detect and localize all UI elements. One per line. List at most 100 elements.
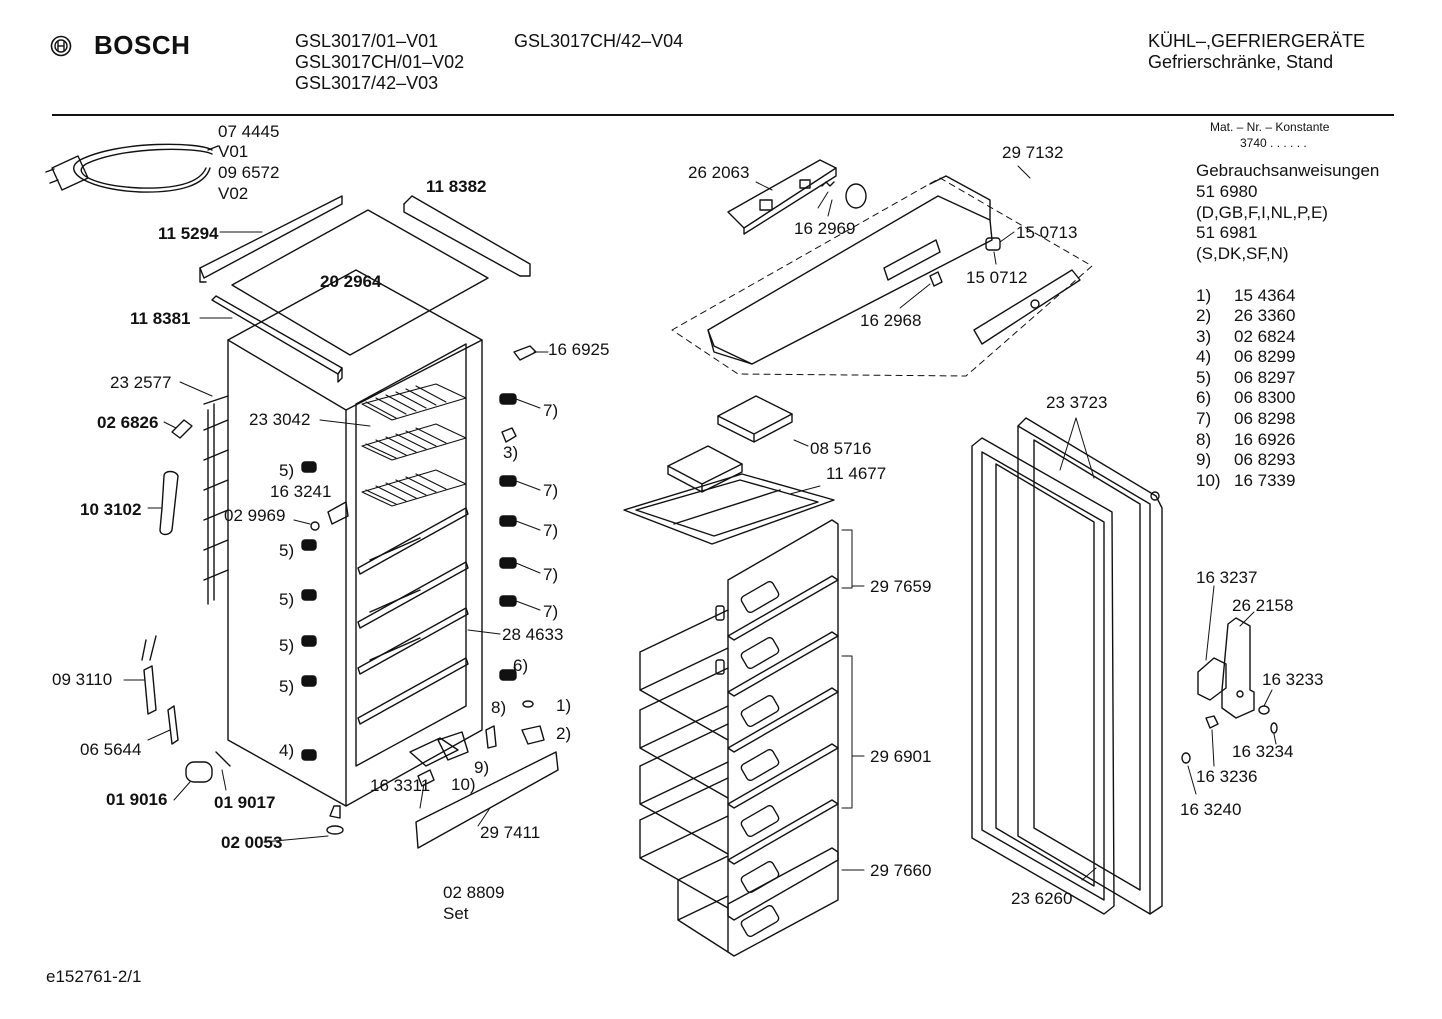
mat-nr-label: Mat. – Nr. – Konstante [1210,120,1330,134]
part-label-top-rail: 11 5294 [158,224,219,243]
part-label-spring: 16 2969 [794,219,856,238]
part-value: 06 8300 [1234,388,1296,407]
ref-marker: 5) [279,461,295,480]
door-gasket [971,437,1115,915]
drawing-id: e152761-2/1 [46,967,142,986]
part-label-plug: 02 9969 [224,506,286,525]
ref-marker: 10) [451,775,476,794]
manual-languages: (D,GB,F,I,NL,P,E) [1196,203,1328,222]
part-label-top-rail: 11 8382 [426,177,487,196]
part-label-racks: 23 3042 [249,410,311,429]
model-number: GSL3017/01–V01 [295,31,439,51]
top-panel [231,209,489,356]
numbered-part-row: 3) 02 6824 [1196,327,1295,347]
numbered-part-row: 8)16 6926 [1196,430,1295,450]
ref-marker: 5) [279,677,295,696]
part-key: 9) [1196,450,1212,469]
part-label-hinge-bracket: 16 3237 [1196,568,1258,587]
part-label-top-panel: 20 2964 [320,272,382,291]
ref-marker: 7) [543,602,559,621]
power-cable [45,143,219,193]
part-label-set: 02 8809 [443,883,505,902]
brand-block: BOSCH [50,30,190,61]
ref-marker: 4) [279,741,295,760]
numbered-part-row: 9)06 8293 [1196,450,1295,470]
control-panel-assembly [671,159,1093,377]
part-value: 15 4364 [1234,286,1296,305]
ref-marker: 9) [474,758,490,777]
part-label-bracket: 16 6925 [548,340,610,359]
part-label-drawers: 29 6901 [870,747,932,766]
part-label-control-panel: 29 7132 [1002,143,1064,162]
manual-number: 51 6981 [1196,223,1258,242]
part-key: 1) [1196,286,1212,305]
part-label-hinge-washer: 16 3234 [1232,742,1294,761]
mat-nr-value: 3740 . . . . . . [1240,136,1307,150]
header-divider [52,114,1394,116]
part-label-hinge-pin: 16 3241 [270,482,332,501]
model-number: GSL3017CH/01–V02 [295,52,465,72]
wire-racks [361,383,467,507]
manual-languages: (S,DK,SF,N) [1196,244,1289,263]
category-subtitle: Gefrierschränke, Stand [1148,52,1334,72]
part-value: 02 6824 [1234,327,1296,346]
ref-marker: 7) [543,565,559,584]
part-label-door-stop: 16 3311 [370,776,431,795]
leader-lines [123,231,549,843]
part-label-variant: V02 [218,184,249,203]
part-label-glass-shelf: 11 4677 [826,464,887,483]
part-value: 16 7339 [1234,471,1296,490]
ref-marker: 1) [556,696,572,715]
part-label-sensor: 09 3110 [52,670,113,689]
part-label-pin: 01 9017 [214,793,276,812]
part-label-control-board: 26 2063 [688,163,750,182]
ref-marker: 7) [543,521,559,540]
part-key: 3) [1196,327,1212,346]
small-parts [141,345,545,835]
part-label-flap: 29 7659 [870,577,932,596]
ref-marker: 5) [279,590,295,609]
plinth [415,751,559,849]
part-key: 6) [1196,388,1212,407]
part-value: 26 3360 [1234,306,1296,325]
numbered-part-row: 5)06 8297 [1196,368,1295,388]
manual-number: 51 6980 [1196,182,1258,201]
part-label-door: 23 6260 [1011,889,1073,908]
part-label-hinge-bracket: 26 2158 [1232,596,1294,615]
part-label-foot-cap: 01 9016 [106,790,168,809]
handle-tube [159,470,179,536]
ref-marker: 5) [279,541,295,560]
numbered-part-row: 1) 15 4364 [1196,286,1295,306]
door [971,417,1163,915]
part-label-condenser: 23 2577 [110,373,172,392]
numbered-part-row: 10) 16 7339 [1196,471,1295,491]
part-label-knob: 15 0712 [966,268,1028,287]
part-label-knob: 15 0713 [1016,223,1078,242]
part-label-door-gasket: 23 3723 [1046,393,1108,412]
drawers [639,519,839,957]
part-label-hinge-screw: 16 3233 [1262,670,1324,689]
part-label-clip: 02 6826 [97,413,159,432]
part-label-cable: 07 4445 [218,122,280,141]
drawer-brackets [841,529,865,871]
numbered-part-row: 6) 06 8300 [1196,388,1295,408]
cabinet-body [203,269,483,807]
part-key: 4) [1196,347,1212,366]
model-number: GSL3017CH/42–V04 [514,31,684,51]
part-label-capillary: 06 5644 [80,740,142,759]
numbered-part-row: 2)26 3360 [1196,306,1295,326]
shelves [357,507,469,725]
sensor [143,665,157,715]
part-label-shelves: 28 4633 [502,625,564,644]
part-value: 06 8298 [1234,409,1296,428]
part-label-handle-tube: 10 3102 [80,500,142,519]
model-number: GSL3017/42–V03 [295,73,439,93]
part-value: 06 8297 [1234,368,1296,387]
front-strip [211,295,343,375]
hinge-parts [1181,585,1278,795]
part-value: 06 8299 [1234,347,1296,366]
switch-cover [973,269,1081,345]
part-label-variant: V01 [218,142,249,161]
part-label-front-strip: 11 8381 [130,309,191,328]
part-key: 10) [1196,471,1221,490]
